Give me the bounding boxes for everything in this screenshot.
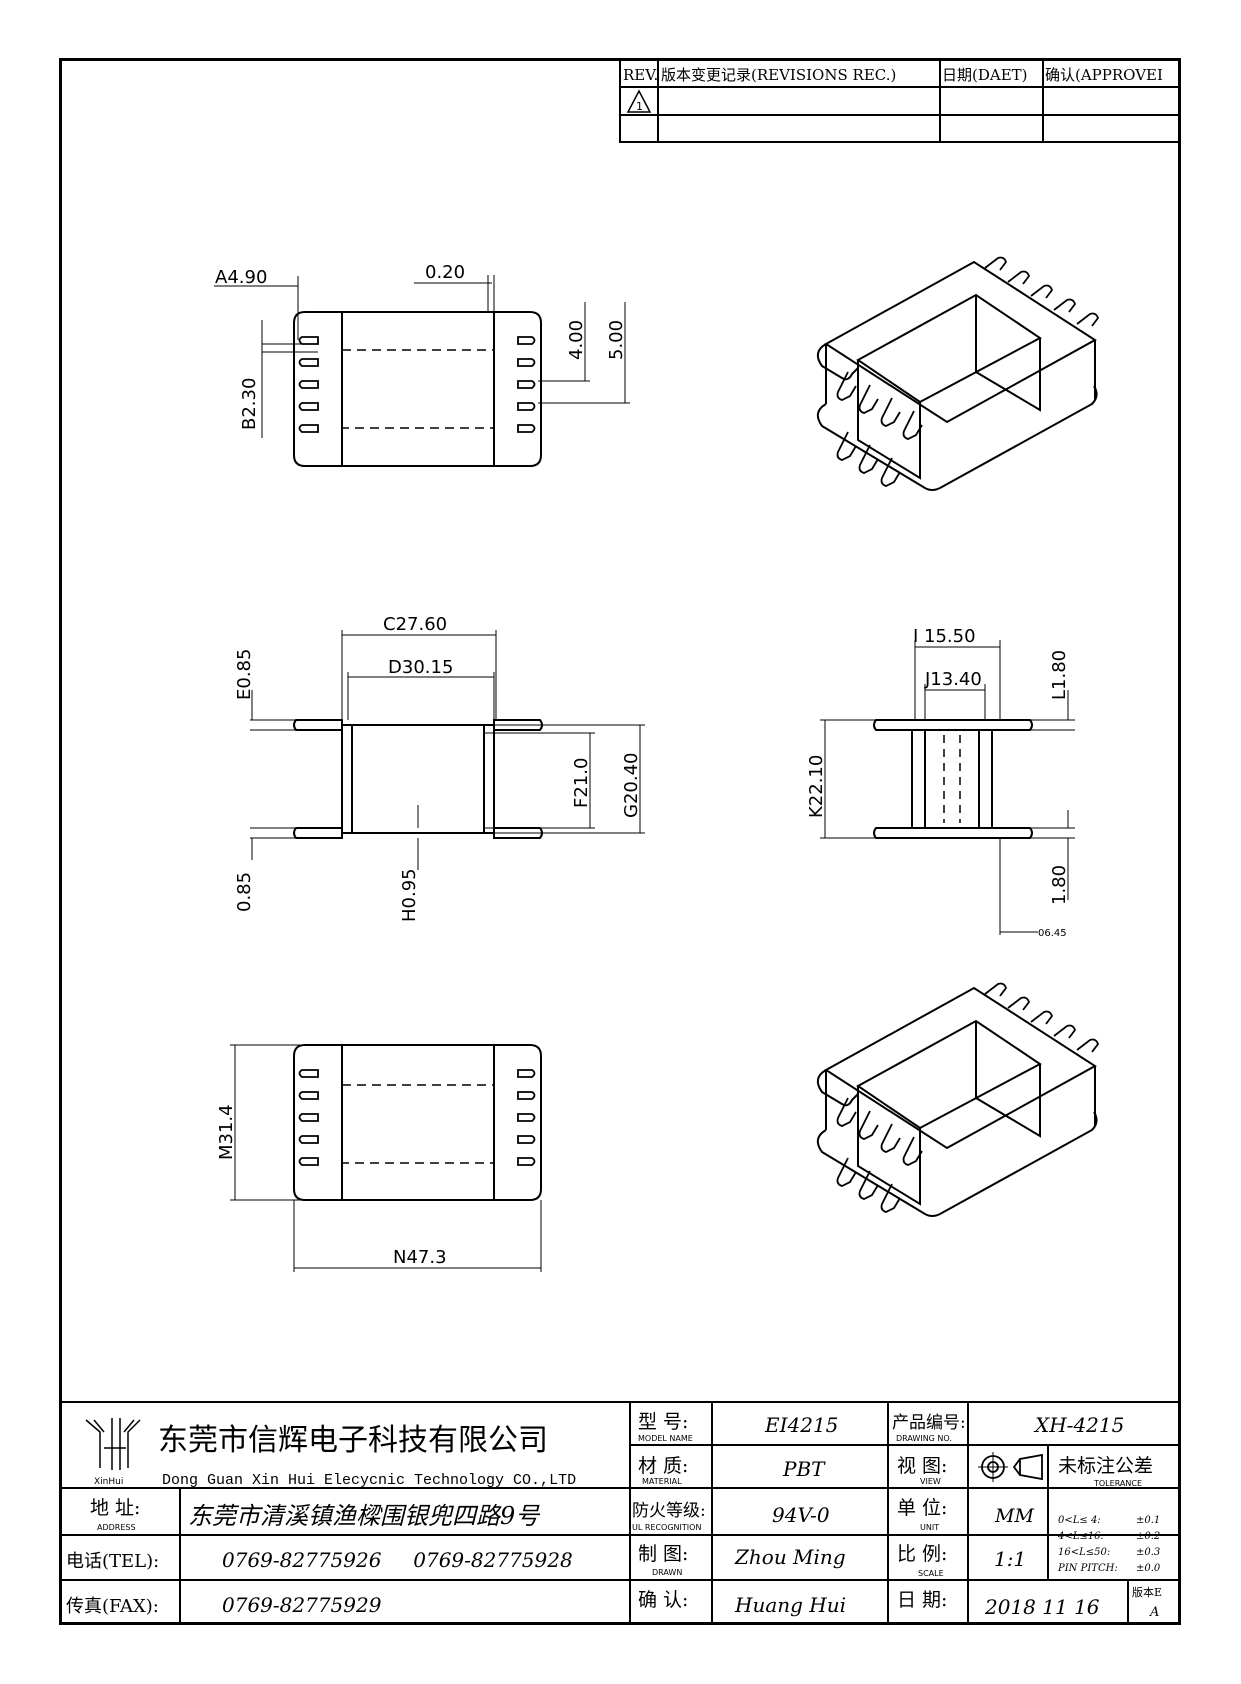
drawn-label-en: DRAWN bbox=[652, 1568, 682, 1577]
dim-m: M31.4 bbox=[216, 1104, 237, 1160]
dim-b: B2.30 bbox=[239, 378, 260, 430]
tolerance-range: 0<L≤ 4: bbox=[1058, 1515, 1101, 1526]
flame-label-en: UL RECOGNITION bbox=[632, 1523, 701, 1532]
company-logo-icon bbox=[85, 1418, 141, 1470]
tolerance-table: 0<L≤ 4: ±0.1 4<L≤16: ±0.2 16<L≤50: ±0.3 … bbox=[1057, 1515, 1161, 1574]
dim-o: 06.45 bbox=[1038, 928, 1067, 939]
address-value: 东莞市清溪镇渔樑围银兜四路9号 bbox=[188, 1502, 541, 1530]
flame-label: 防火等级: bbox=[632, 1501, 706, 1521]
dim-l: L1.80 bbox=[1049, 650, 1070, 700]
bottom-right-pin-slots bbox=[517, 1069, 536, 1166]
logo-text: XinHui bbox=[94, 1477, 123, 1487]
dim-h: H0.95 bbox=[399, 868, 420, 922]
tolerance-value: ±0.1 bbox=[1136, 1515, 1160, 1526]
rev-header-rev: REV. bbox=[623, 66, 658, 84]
material-label: 材 质: bbox=[638, 1455, 688, 1477]
dim-e: E0.85 bbox=[234, 649, 255, 700]
rev-row-1-number: 1 bbox=[636, 100, 643, 113]
bottom-view bbox=[230, 1044, 542, 1272]
dim-n: N47.3 bbox=[393, 1247, 447, 1268]
iso-pins-front bbox=[836, 371, 923, 487]
dim-j: J13.40 bbox=[924, 669, 982, 690]
model-label-en: MODEL NAME bbox=[638, 1434, 693, 1443]
company-name-en: Dong Guan Xin Hui Elecycnic Technology C… bbox=[162, 1472, 576, 1489]
tolerance-value: ±0.3 bbox=[1136, 1547, 1160, 1558]
tolerance-range: PIN PITCH: bbox=[1057, 1563, 1118, 1574]
title-block-grid bbox=[59, 1401, 1181, 1625]
material-value: PBT bbox=[782, 1457, 826, 1481]
tolerance-label: 未标注公差 bbox=[1058, 1455, 1153, 1477]
end-view bbox=[820, 640, 1075, 935]
bottom-left-pin-slots bbox=[298, 1069, 319, 1166]
company-name-cn: 东莞市信辉电子科技有限公司 bbox=[158, 1423, 548, 1458]
dim-gap: 0.20 bbox=[425, 262, 465, 283]
fax-value: 0769-82775929 bbox=[222, 1593, 382, 1617]
drawing-no-label-en: DRAWING NO. bbox=[896, 1434, 952, 1443]
address-label-en: ADDRESS bbox=[97, 1523, 136, 1532]
side-view bbox=[250, 630, 645, 870]
left-pin-slots bbox=[298, 336, 319, 433]
model-value: EI4215 bbox=[764, 1413, 838, 1437]
flame-value: 94V-0 bbox=[772, 1503, 830, 1527]
unit-value: MM bbox=[994, 1505, 1034, 1527]
dim-4: 4.00 bbox=[566, 320, 587, 360]
dim-l2: 1.80 bbox=[1049, 865, 1070, 905]
drawing-no-value: XH-4215 bbox=[1033, 1413, 1124, 1437]
model-label: 型 号: bbox=[638, 1411, 688, 1433]
iso-pins-back bbox=[984, 256, 1100, 327]
dim-i: I 15.50 bbox=[913, 626, 976, 647]
dim-g: G20.40 bbox=[621, 753, 642, 818]
projection-symbol-icon bbox=[978, 1452, 1043, 1482]
drawing-no-label: 产品编号: bbox=[892, 1413, 966, 1433]
version-label: 版本E bbox=[1132, 1585, 1162, 1599]
scale-label-en: SCALE bbox=[918, 1569, 944, 1578]
top-view bbox=[214, 275, 630, 467]
dim-c: C27.60 bbox=[383, 614, 447, 635]
confirm-label: 确 认: bbox=[638, 1589, 688, 1611]
rev-header-approve: 确认(APPROVEI bbox=[1045, 66, 1163, 84]
tolerance-range: 16<L≤50: bbox=[1058, 1547, 1110, 1558]
tel-label: 电话(TEL): bbox=[66, 1551, 159, 1572]
rev-header-record: 版本变更记录(REVISIONS REC.) bbox=[661, 66, 896, 84]
isometric-view-top bbox=[816, 256, 1100, 491]
confirm-value: Huang Hui bbox=[734, 1593, 846, 1617]
tolerance-range: 4<L≤16: bbox=[1057, 1531, 1104, 1542]
dim-k: K22.10 bbox=[806, 755, 827, 818]
unit-label: 单 位: bbox=[897, 1497, 947, 1519]
address-label: 地 址: bbox=[90, 1497, 140, 1519]
drawn-label: 制 图: bbox=[638, 1543, 688, 1565]
scale-value: 1:1 bbox=[994, 1547, 1026, 1571]
revision-triangle-icon bbox=[626, 89, 652, 113]
material-label-en: MATERIAL bbox=[642, 1477, 682, 1486]
date-label: 日 期: bbox=[897, 1589, 947, 1611]
view-label: 视 图: bbox=[897, 1455, 947, 1477]
view-label-en: VIEW bbox=[920, 1477, 941, 1486]
tolerance-label-en: TOLERANCE bbox=[1093, 1479, 1142, 1488]
dim-e2: 0.85 bbox=[234, 872, 255, 912]
tolerance-value: ±0.2 bbox=[1136, 1531, 1160, 1542]
date-value: 2018 11 16 bbox=[984, 1595, 1100, 1619]
tolerance-value: ±0.0 bbox=[1136, 1563, 1161, 1574]
isometric-view-bottom bbox=[816, 982, 1100, 1217]
right-pin-slots bbox=[517, 336, 536, 433]
dim-d: D30.15 bbox=[388, 657, 453, 678]
revision-table bbox=[619, 59, 1180, 143]
drawn-value: Zhou Ming bbox=[734, 1545, 846, 1569]
scale-label: 比 例: bbox=[897, 1543, 947, 1565]
unit-label-en: UNIT bbox=[920, 1523, 939, 1532]
version-value: A bbox=[1149, 1605, 1159, 1620]
dim-5: 5.00 bbox=[606, 320, 627, 360]
dim-f: F21.0 bbox=[571, 758, 592, 808]
fax-label: 传真(FAX): bbox=[66, 1596, 159, 1617]
rev-header-date: 日期(DAET) bbox=[942, 66, 1028, 84]
dim-a: A4.90 bbox=[215, 267, 267, 288]
tel-value: 0769-82775926 0769-82775928 bbox=[222, 1548, 573, 1572]
